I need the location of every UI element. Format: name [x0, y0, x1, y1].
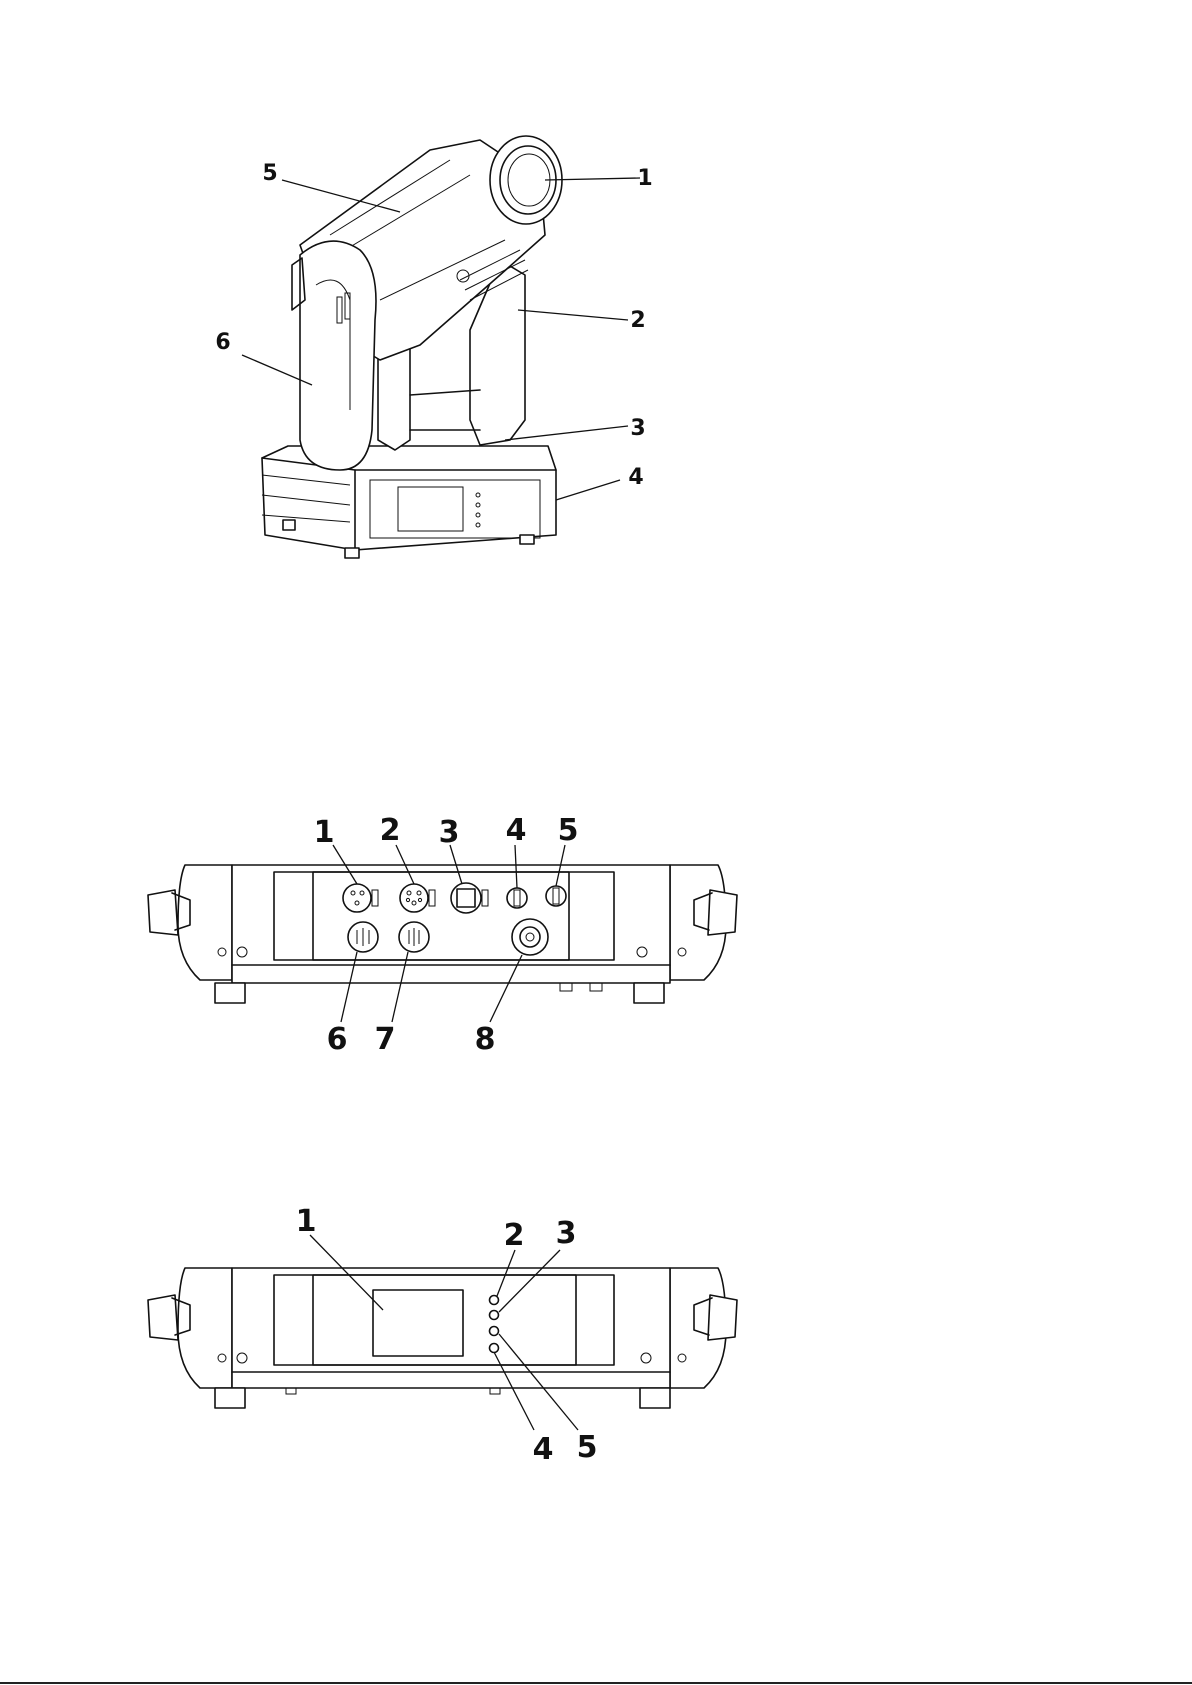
fixture-view-diagram: 5 1 2 6 3 4 — [0, 0, 1192, 600]
front-callout-3: 3 — [556, 1216, 577, 1251]
connector-4-fuse — [507, 888, 527, 908]
control-button-3 — [490, 1311, 499, 1320]
rear-callout-4: 4 — [506, 813, 527, 848]
front-callout-5: 5 — [577, 1430, 598, 1465]
rear-callout-6: 6 — [327, 1022, 348, 1057]
connector-5-fuse — [546, 886, 566, 906]
control-button-4 — [490, 1344, 499, 1353]
fixture-side-cover — [292, 241, 376, 470]
control-button-2 — [490, 1296, 499, 1305]
control-button-5 — [490, 1327, 499, 1336]
front-callout-1: 1 — [296, 1204, 317, 1239]
front-callout-2: 2 — [504, 1218, 525, 1253]
connector-8-power-in — [512, 919, 548, 955]
fixture-callout-3: 3 — [630, 416, 645, 441]
fixture-callout-6: 6 — [215, 330, 230, 355]
rear-callout-7: 7 — [375, 1022, 396, 1057]
fixture-base — [262, 446, 556, 558]
rear-callout-5: 5 — [558, 813, 579, 848]
rear-panel-diagram: 1 2 3 4 5 6 7 8 — [0, 800, 1192, 1060]
rear-callout-3: 3 — [439, 815, 460, 850]
rear-callout-2: 2 — [380, 813, 401, 848]
front-callout-4: 4 — [533, 1432, 554, 1467]
rear-panel-body — [148, 865, 737, 1003]
rear-callout-8: 8 — [475, 1022, 496, 1057]
fixture-callout-5: 5 — [262, 161, 277, 186]
fixture-callout-1: 1 — [637, 166, 652, 191]
fixture-callout-2: 2 — [630, 308, 645, 333]
rear-callout-1: 1 — [314, 815, 335, 850]
display-screen — [373, 1290, 463, 1356]
front-panel-diagram: 1 2 3 4 5 — [0, 1200, 1192, 1470]
fixture-callout-4: 4 — [628, 465, 643, 490]
page-bottom-rule — [0, 1682, 1192, 1684]
connector-6-dmx-in-5pin — [348, 922, 378, 952]
connector-7-dmx-out-3pin — [399, 922, 429, 952]
